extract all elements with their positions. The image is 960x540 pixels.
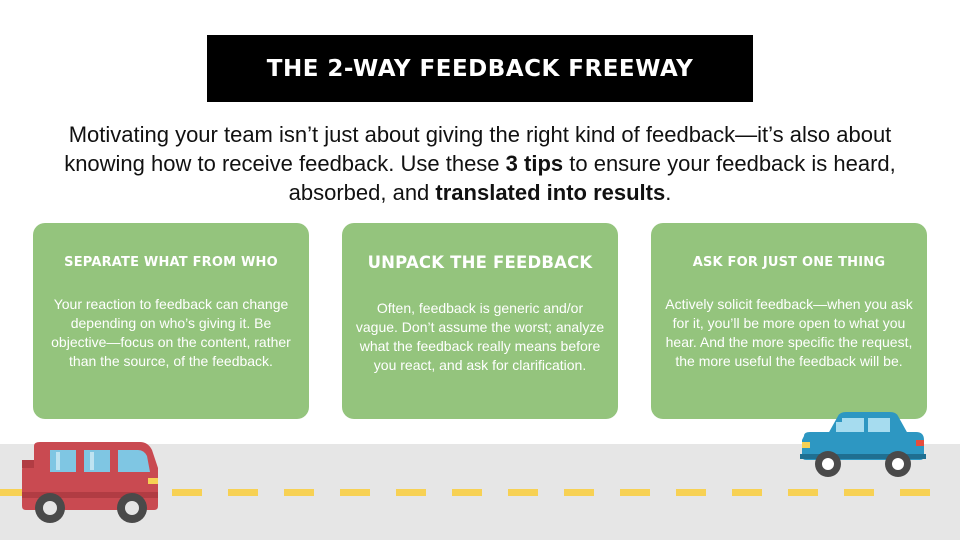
tip-card-body: Actively solicit feedback—when you ask f… xyxy=(665,296,913,369)
intro-bold-results: translated into results xyxy=(435,180,666,205)
tip-card-body: Often, feedback is generic and/or vague.… xyxy=(355,300,605,373)
intro-paragraph: Motivating your team isn’t just about gi… xyxy=(40,120,920,207)
tip-card-title: ASK FOR JUST ONE THING xyxy=(692,255,886,270)
tip-card-body: Your reaction to feedback can change dep… xyxy=(51,296,291,369)
intro-bold-tips: 3 tips xyxy=(505,151,564,176)
road xyxy=(0,444,960,540)
intro-text-3: . xyxy=(665,180,672,205)
bus-icon xyxy=(22,442,158,523)
intro-text-1: Motivating your team isn’t just about gi… xyxy=(64,122,892,176)
page-title: THE 2-WAY FEEDBACK FREEWAY xyxy=(207,35,753,102)
tip-card-separate: SEPARATE WHAT FROM WHO Your reaction to … xyxy=(33,223,309,419)
car-icon xyxy=(800,412,926,477)
tip-card-title: UNPACK THE FEEDBACK xyxy=(367,253,593,272)
tip-card-title: SEPARATE WHAT FROM WHO xyxy=(64,255,278,270)
tip-card-ask: ASK FOR JUST ONE THING Actively solicit … xyxy=(651,223,927,419)
tip-card-unpack: UNPACK THE FEEDBACK Often, feedback is g… xyxy=(342,223,618,419)
intro-text-2: to ensure your feedback is heard, absorb… xyxy=(288,151,896,205)
